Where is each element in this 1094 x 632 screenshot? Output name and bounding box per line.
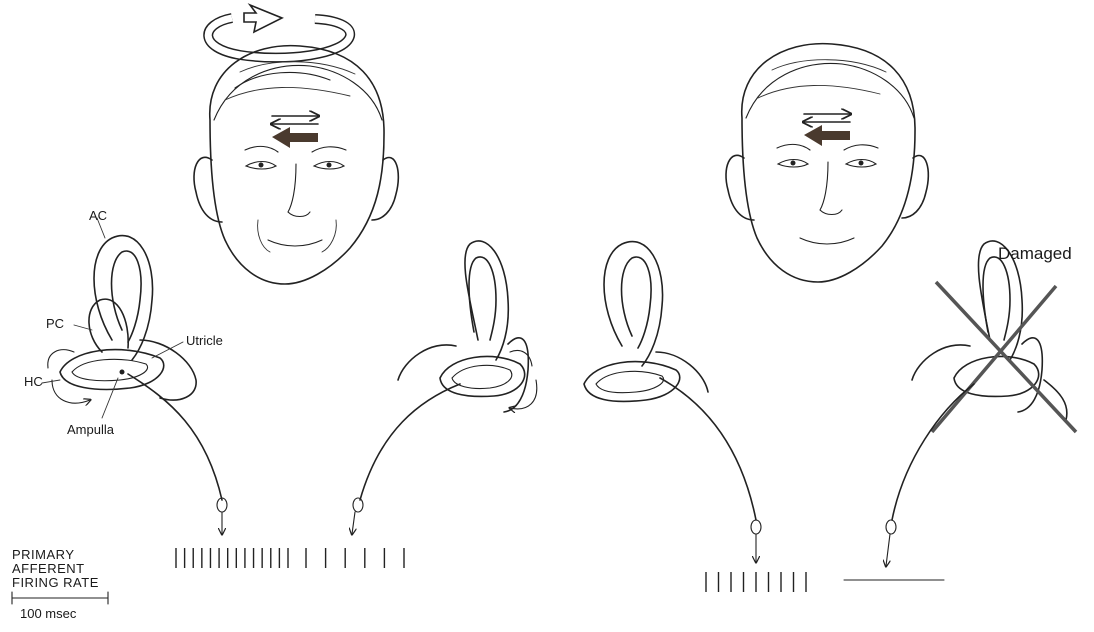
damage-cross xyxy=(932,282,1076,432)
labyrinth-left-normal xyxy=(48,236,196,404)
label-firing-rate: FIRING RATE xyxy=(12,576,99,590)
label-afferent: AFFERENT xyxy=(12,562,85,576)
label-damaged: Damaged xyxy=(998,244,1072,264)
afferent-nerve-left-1 xyxy=(128,374,227,534)
afferent-nerve-left-2 xyxy=(352,384,460,534)
labyrinth-right-normal xyxy=(398,241,537,412)
label-pc: PC xyxy=(46,316,64,331)
spike-train-normal-right xyxy=(306,548,404,568)
head-rotation-arrow xyxy=(208,5,350,58)
labyrinth-left-intact xyxy=(584,242,708,402)
eye-movement-arrows-left xyxy=(272,116,318,148)
afferent-nerve-right-2 xyxy=(886,384,974,566)
label-primary: PRIMARY xyxy=(12,548,75,562)
label-ampulla: Ampulla xyxy=(67,422,114,437)
scale-bar xyxy=(12,592,108,604)
spike-train-normal-left xyxy=(176,548,288,568)
label-scale: 100 msec xyxy=(20,606,76,621)
afferent-nerve-right-1 xyxy=(660,378,761,562)
spike-train-damaged-left xyxy=(706,572,806,592)
label-utricle: Utricle xyxy=(186,333,223,348)
label-ac: AC xyxy=(89,208,107,223)
eye-movement-arrows-right xyxy=(804,114,850,146)
head-right xyxy=(726,44,928,282)
label-hc: HC xyxy=(24,374,43,389)
labyrinth-damaged xyxy=(912,241,1067,420)
head-left xyxy=(194,46,398,284)
